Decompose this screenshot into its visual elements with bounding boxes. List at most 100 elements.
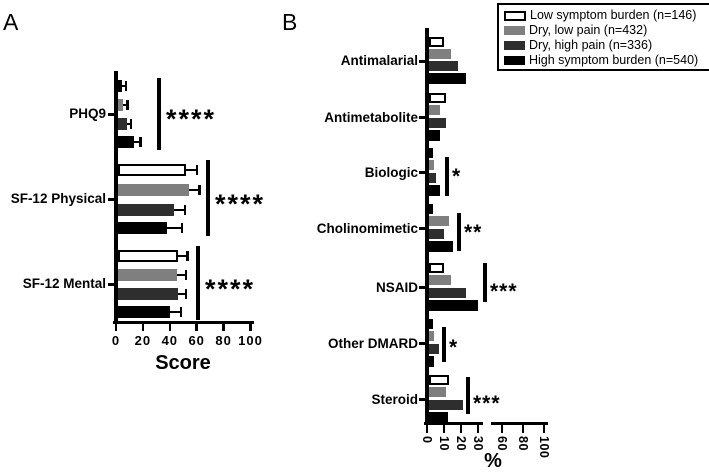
error-bar-line [176, 273, 187, 277]
legend-label: Dry, low pain (n=432) [529, 23, 648, 37]
panel-b-x-axis-title: % [484, 450, 502, 472]
error-bar-line [169, 310, 181, 314]
bar-series0 [428, 36, 444, 47]
panel-a-x-axis-title: Score [155, 352, 211, 374]
bar-series2 [117, 204, 174, 216]
legend-swatch [504, 10, 526, 21]
bar-series0 [428, 263, 444, 273]
bar-series1 [117, 269, 177, 281]
error-bar-line [126, 122, 131, 126]
bar-series3 [428, 129, 441, 141]
panel-b-x-tick-label: 100 [537, 436, 551, 459]
legend-swatch [504, 26, 525, 35]
panel-a-x-tick [141, 322, 145, 331]
significance-stars: **** [205, 274, 256, 304]
panel-b-category-label: Antimetabolite [324, 109, 418, 125]
error-bar-line [121, 84, 127, 88]
error-bar-cap [198, 185, 201, 195]
bar-series0 [117, 80, 122, 92]
bar-series3 [428, 299, 479, 311]
panel-b-x-tick-label: 60 [495, 436, 509, 451]
significance-line [157, 78, 161, 150]
bar-series0 [428, 93, 446, 103]
panel-a-x-axis [113, 320, 254, 324]
panel-a-x-tick-label: 0 [111, 333, 121, 348]
panel-b-category-label: Cholinomimetic [316, 220, 418, 236]
bar-series3 [428, 355, 435, 367]
bar-series1 [428, 387, 446, 398]
panel-a-x-tick-label: 20 [134, 333, 152, 348]
significance-line [196, 246, 200, 320]
panel-a-x-tick [168, 322, 172, 331]
error-bar-cap [129, 119, 133, 129]
significance-stars: * [449, 335, 459, 359]
panel-a-x-tick-label: 40 [161, 333, 179, 348]
bar-series2 [428, 117, 446, 128]
panel-b-x-axis-segment-1 [424, 422, 483, 426]
bar-series3 [428, 240, 454, 252]
legend: Low symptom burden (n=146)Dry, low pain … [497, 3, 709, 71]
significance-line [483, 263, 487, 302]
panel-b-category-label: Biologic [364, 164, 418, 180]
bar-series2 [428, 399, 463, 410]
bar-series2 [428, 61, 458, 72]
panel-b-category-label: NSAID [375, 279, 418, 295]
legend-label: Low symptom burden (n=146) [530, 8, 697, 22]
panel-b-category-tick [419, 116, 427, 119]
error-bar-cap [184, 289, 188, 299]
error-bar-line [178, 292, 187, 296]
panel-a-x-tick-label: 60 [188, 333, 205, 348]
error-bar-cap [184, 270, 188, 280]
bar-series2 [117, 118, 127, 130]
error-bar-cap [139, 137, 142, 147]
panel-a-category-tick [107, 197, 116, 201]
significance-stars: *** [473, 391, 501, 415]
bar-series1 [117, 99, 123, 111]
error-bar-cap [179, 307, 182, 317]
legend-item: Low symptom burden (n=146) [504, 8, 709, 23]
error-bar-line [133, 140, 141, 144]
error-bar-cap [186, 251, 189, 261]
significance-line [466, 377, 470, 414]
significance-line [442, 327, 446, 362]
bar-series0 [428, 375, 450, 385]
legend-label: Dry, high pain (n=336) [529, 38, 653, 52]
legend-swatch [504, 41, 525, 50]
error-bar-cap [183, 205, 186, 215]
bar-series2 [117, 288, 179, 300]
significance-line [457, 213, 461, 251]
panel-b-x-tick [442, 424, 446, 433]
panel-b-x-tick [476, 424, 480, 433]
bar-series1 [428, 160, 435, 171]
error-bar-line [173, 208, 185, 212]
significance-stars: **** [166, 104, 217, 134]
panel-b-x-tick [459, 424, 463, 433]
panel-a-category-tick [107, 282, 116, 286]
bar-series1 [428, 331, 434, 342]
panel-b-label: B [282, 9, 298, 35]
bar-series0 [428, 319, 433, 329]
panel-b-category-tick [419, 171, 427, 174]
panel-b-category-tick [419, 59, 427, 63]
bar-series1 [428, 275, 451, 286]
legend-item: Dry, low pain (n=432) [504, 23, 709, 38]
bar-series3 [428, 411, 449, 423]
panel-a-x-tick [195, 322, 198, 331]
panel-b-x-axis-segment-2 [491, 422, 548, 426]
bar-series0 [117, 164, 187, 176]
bar-series2 [428, 343, 439, 354]
panel-a-x-tick [249, 322, 252, 331]
panel-b-x-tick-label: 30 [471, 436, 485, 451]
panel-a-x-tick [114, 322, 118, 331]
panel-a-x-tick-label: 100 [238, 333, 263, 348]
bar-series1 [117, 184, 189, 196]
panel-b-category-tick [419, 398, 427, 401]
bar-series3 [428, 73, 467, 85]
legend-item: Dry, high pain (n=336) [504, 38, 709, 53]
legend-item: High symptom burden (n=540) [504, 53, 709, 68]
significance-stars: **** [215, 189, 266, 219]
panel-b-x-tick-label: 20 [454, 436, 468, 451]
legend-label: High symptom burden (n=540) [529, 53, 699, 67]
significance-line [206, 160, 210, 236]
